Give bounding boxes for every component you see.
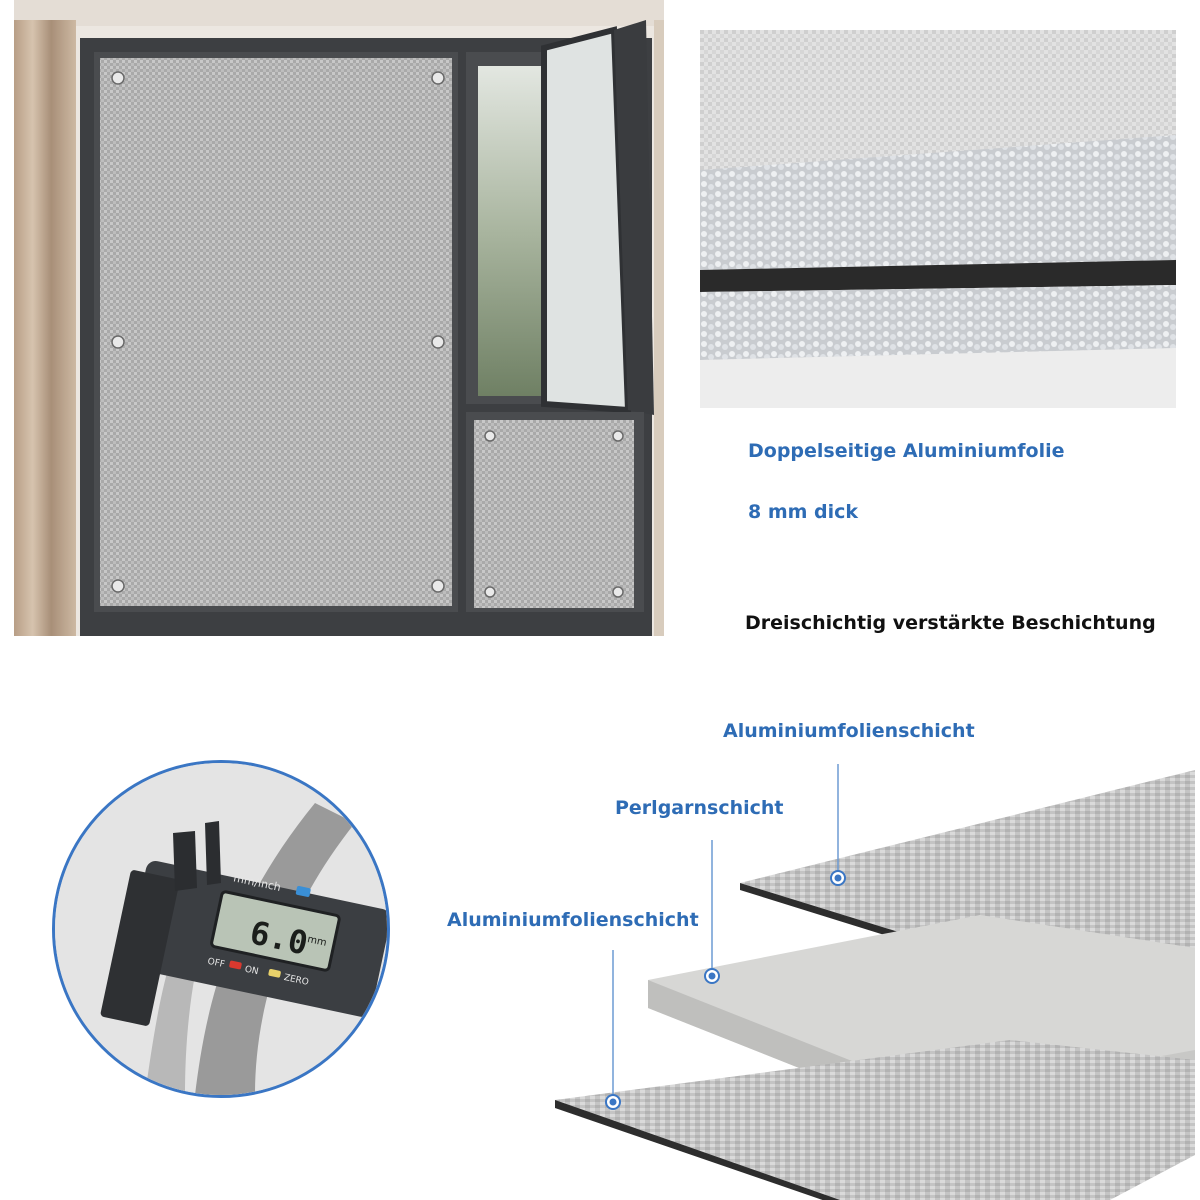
layer-markers (605, 870, 846, 1110)
window-illustration (14, 0, 664, 636)
suction-cups (111, 71, 624, 598)
window-photo (14, 0, 664, 636)
caliper-off-label: OFF (207, 957, 226, 970)
outdoor-view (478, 66, 548, 396)
layer-label-bottom: Aluminiumfolienschicht (447, 909, 699, 931)
layer-label-top: Aluminiumfolienschicht (723, 720, 975, 742)
foil-panel-small (474, 420, 634, 608)
foil-layers-illustration (700, 30, 1176, 408)
layer-diagram-svg (555, 764, 1195, 1200)
layer-label-middle: Perlgarnschicht (615, 797, 784, 819)
caliper-illustration: mm/inch 6.0 mm OFF ON ZERO (55, 763, 387, 1095)
feature-thickness: 8 mm dick (748, 501, 859, 523)
power-button-icon (229, 960, 242, 970)
foil-panel-large (100, 58, 452, 606)
foil-closeup-photo (700, 30, 1176, 408)
zero-button-icon (268, 969, 281, 978)
curtain-left (14, 20, 76, 636)
caliper-display (210, 890, 341, 972)
layer-bottom-foil (555, 1040, 1195, 1200)
open-sash (541, 26, 632, 414)
caliper-reading-unit: mm (306, 934, 327, 949)
unit-toggle-icon (295, 885, 311, 897)
caliper-on-label: ON (244, 965, 260, 978)
caliper-measurement-photo: mm/inch 6.0 mm OFF ON ZERO (52, 760, 390, 1098)
layer-structure-diagram (540, 760, 1200, 1200)
feature-double-sided-foil: Doppelseitige Aluminiumfolie (748, 440, 1065, 462)
feature-coating: Dreischichtig verstärkte Beschichtung (745, 612, 1156, 634)
